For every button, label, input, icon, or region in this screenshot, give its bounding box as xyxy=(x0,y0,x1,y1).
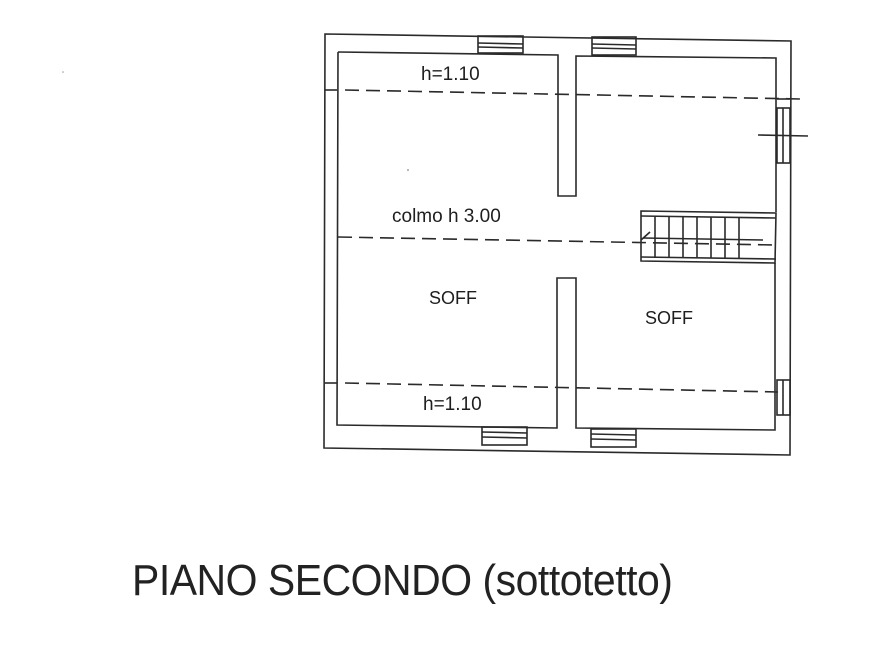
window-right-lower xyxy=(776,379,791,416)
dashed-line-ridge xyxy=(337,236,776,246)
window-bottom-right xyxy=(590,428,637,448)
height-label-top: h=1.10 xyxy=(421,64,480,85)
window-top-left xyxy=(477,35,524,54)
window-bottom-left xyxy=(481,426,528,446)
room-label-right: SOFF xyxy=(645,308,693,328)
ridge-height-label: colmo h 3.00 xyxy=(392,206,501,227)
inner-wall-left-room-top xyxy=(337,51,777,212)
window-top-right xyxy=(591,36,637,56)
dashed-line-top xyxy=(344,89,801,100)
dashed-line-bottom xyxy=(344,382,779,393)
room-label-left: SOFF xyxy=(429,288,477,308)
window-right-upper xyxy=(757,107,809,164)
height-label-bottom: h=1.10 xyxy=(423,394,482,415)
inner-wall-left xyxy=(336,51,776,431)
staircase xyxy=(640,210,777,264)
floor-title: PIANO SECONDO (sottotetto) xyxy=(132,556,673,605)
